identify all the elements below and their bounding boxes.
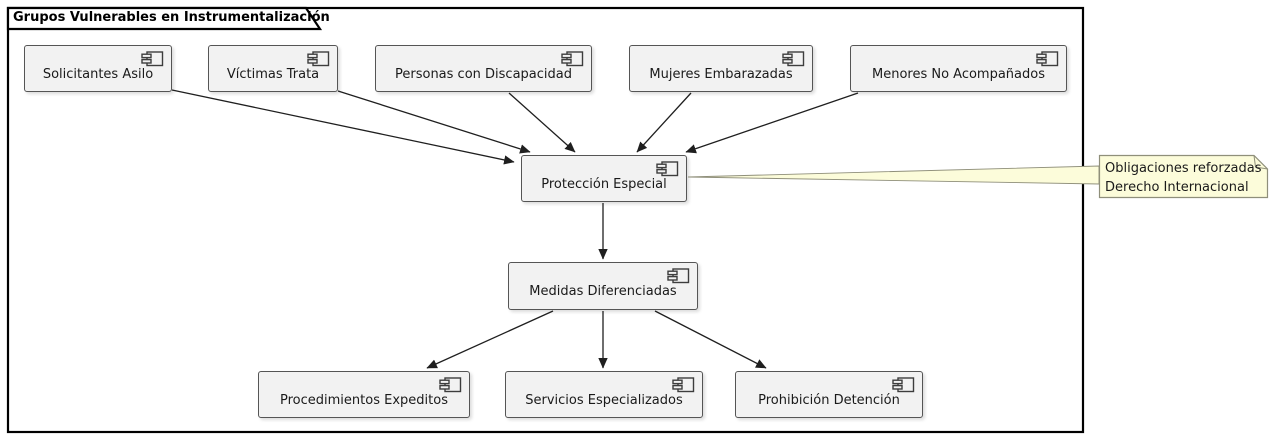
component-proteccion-especial: Protección Especial (521, 155, 687, 202)
arrow-medidas-to-procedimientos (426, 310, 554, 369)
frame-title: Grupos Vulnerables en Instrumentalizació… (13, 10, 330, 25)
component-icon (439, 377, 462, 393)
component-label: Menores No Acompañados (871, 66, 1045, 82)
note: Obligaciones reforzadas Derecho Internac… (1105, 159, 1262, 197)
arrow-mujeres-to-proteccion (636, 92, 692, 153)
component-label: Víctimas Trata (226, 66, 320, 82)
component-label: Prohibición Detención (758, 392, 900, 408)
component-solicitantes-asilo: Solicitantes Asilo (24, 45, 172, 92)
component-icon (1036, 51, 1059, 67)
component-victimas-trata: Víctimas Trata (208, 45, 338, 92)
component-procedimientos-expeditos: Procedimientos Expeditos (258, 371, 470, 418)
note-line-2: Derecho Internacional (1105, 180, 1249, 195)
component-label: Mujeres Embarazadas (649, 66, 793, 82)
component-icon (307, 51, 330, 67)
component-icon (892, 377, 915, 393)
component-label: Solicitantes Asilo (42, 66, 154, 82)
note-line-1: Obligaciones reforzadas (1105, 161, 1262, 176)
component-icon (656, 161, 679, 177)
component-icon (667, 268, 690, 284)
note-connector (687, 165, 1100, 185)
component-menores-no-acompanados: Menores No Acompañados (850, 45, 1067, 92)
component-label: Medidas Diferenciadas (529, 284, 677, 299)
arrow-victimas-to-proteccion (337, 90, 531, 154)
component-personas-con-discapacidad: Personas con Discapacidad (375, 45, 592, 92)
component-prohibicion-detencion: Prohibición Detención (735, 371, 923, 418)
component-icon (672, 377, 695, 393)
arrow-menores-to-proteccion (685, 92, 859, 154)
arrow-solicitantes-to-proteccion (171, 89, 515, 165)
component-label: Servicios Especializados (525, 392, 683, 408)
component-medidas-diferenciadas: Medidas Diferenciadas (508, 262, 698, 310)
component-label: Personas con Discapacidad (395, 66, 572, 82)
component-icon (141, 51, 164, 67)
component-label: Procedimientos Expeditos (280, 392, 448, 408)
component-icon (561, 51, 584, 67)
arrow-personas-to-proteccion (508, 92, 576, 153)
component-label: Protección Especial (541, 176, 667, 192)
arrow-medidas-to-prohibicion (654, 310, 767, 369)
component-icon (782, 51, 805, 67)
component-mujeres-embarazadas: Mujeres Embarazadas (629, 45, 813, 92)
component-servicios-especializados: Servicios Especializados (505, 371, 703, 418)
